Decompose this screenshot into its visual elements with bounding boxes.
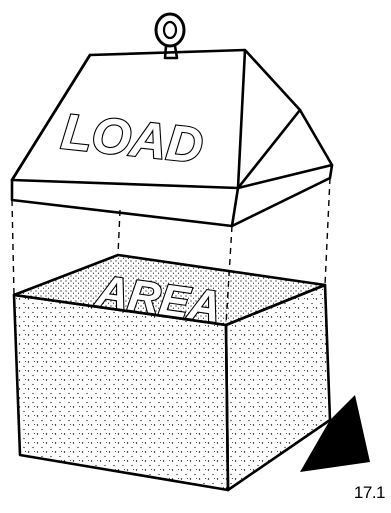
load-label: LOAD [59,103,206,174]
figure-number: 17.1 [354,483,385,503]
